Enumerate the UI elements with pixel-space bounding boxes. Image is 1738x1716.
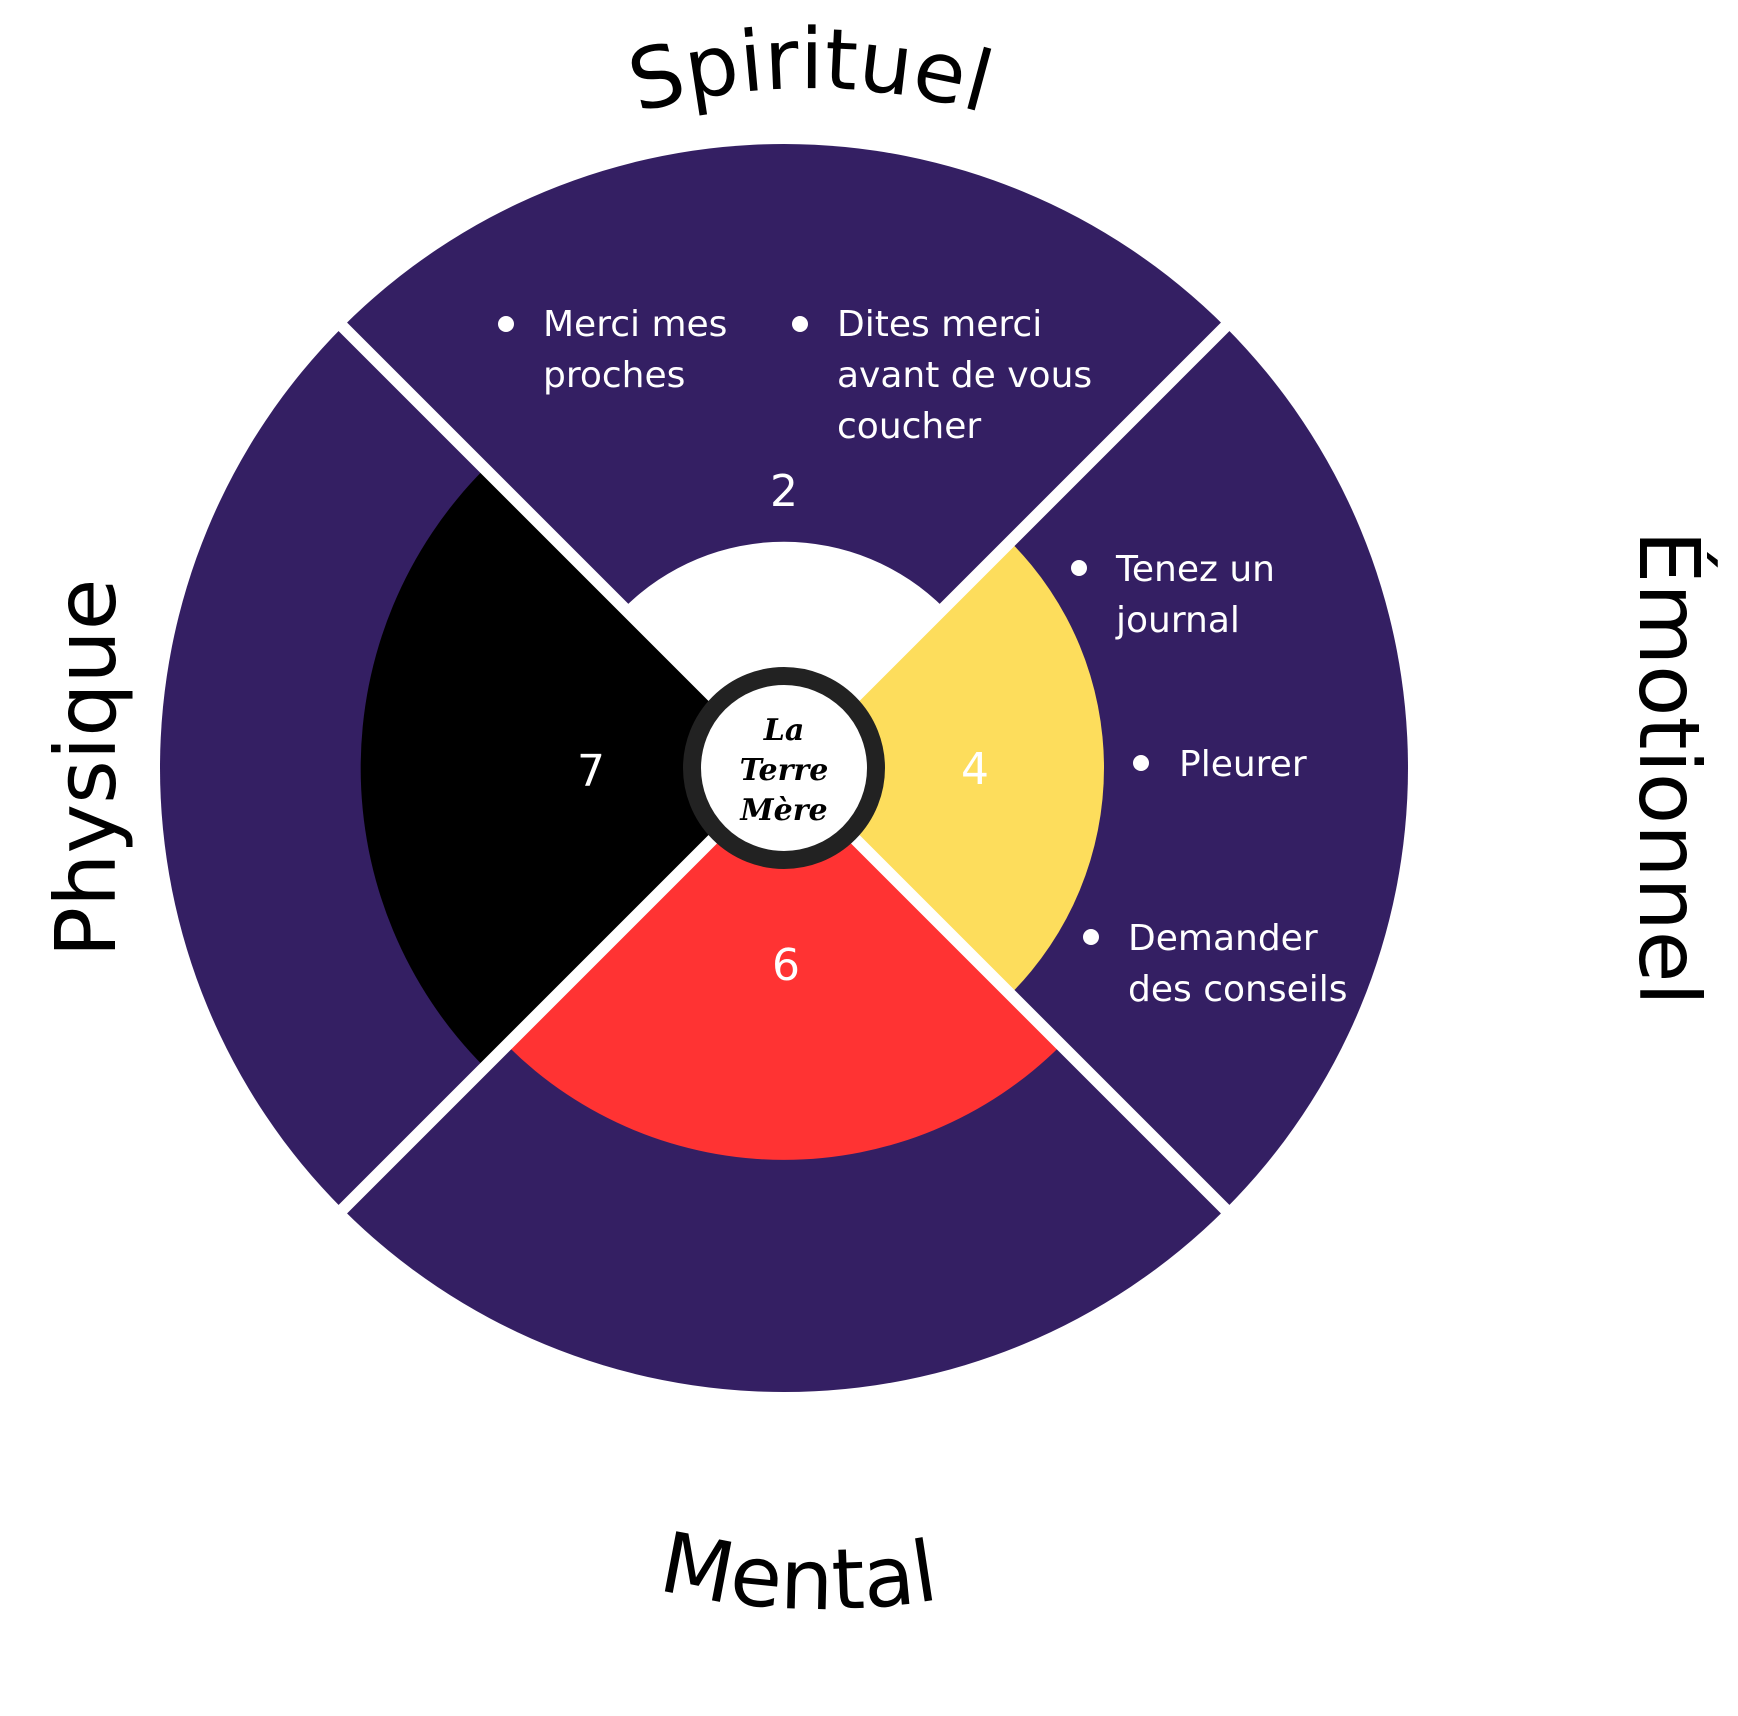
value-wedge-physique <box>360 468 784 1068</box>
tip-line: Demander <box>1128 918 1318 959</box>
divider-line <box>324 763 789 1228</box>
direction-label-physique: Physique <box>37 579 135 958</box>
divider-line <box>779 763 1244 1228</box>
value-wedge-spirituel <box>624 541 944 768</box>
direction-label-spirituel: Spirituel <box>619 10 1002 132</box>
bullet-icon <box>1083 929 1099 945</box>
center-title-line: Terre <box>740 753 829 788</box>
value-label-emotionnel: 4 <box>961 744 989 795</box>
tips-spirituel: Merci mes proches Dites merci avant de v… <box>498 304 1092 447</box>
divider-line <box>324 308 789 773</box>
center-title-line: La <box>763 713 805 748</box>
value-wedge-emotionnel <box>784 541 1104 995</box>
bullet-icon <box>1133 755 1149 771</box>
tip-item: Merci mes proches <box>498 304 727 396</box>
center-ring <box>683 667 885 869</box>
tip-line: Dites merci <box>837 304 1042 345</box>
tips-emotionnel: Tenez un journal Pleurer Demander des co… <box>1071 549 1348 1010</box>
value-label-mental: 6 <box>772 940 800 991</box>
tip-line: journal <box>1115 600 1240 641</box>
bullet-icon <box>1071 560 1087 576</box>
tip-line: Tenez un <box>1115 549 1275 590</box>
tip-line: des conseils <box>1128 969 1348 1010</box>
divider-line <box>779 308 1244 773</box>
value-label-spirituel: 2 <box>770 466 798 517</box>
bullet-icon <box>498 316 514 332</box>
value-label-physique: 7 <box>577 746 605 797</box>
tip-item: Dites merci avant de vous coucher <box>792 304 1092 447</box>
tip-line: Merci mes <box>543 304 727 345</box>
outer-sector-spirituel <box>342 144 1226 769</box>
tip-line: avant de vous <box>837 355 1092 396</box>
tip-item: Pleurer <box>1133 744 1307 785</box>
value-wedge-mental <box>506 768 1062 1160</box>
tip-item: Tenez un journal <box>1071 549 1275 641</box>
dividers <box>324 308 1244 1228</box>
center-circle: La Terre Mère <box>683 667 885 869</box>
direction-label-emotionnel: Émotionnel <box>1620 530 1718 1005</box>
tip-line: coucher <box>837 406 981 447</box>
tip-line: Pleurer <box>1179 744 1307 785</box>
tip-line: proches <box>543 355 685 396</box>
bullet-icon <box>792 316 808 332</box>
direction-label-mental: Mental <box>653 1513 943 1629</box>
value-wedges <box>360 468 1104 1160</box>
center-title-line: Mère <box>739 793 827 828</box>
tip-item: Demander des conseils <box>1083 918 1348 1010</box>
